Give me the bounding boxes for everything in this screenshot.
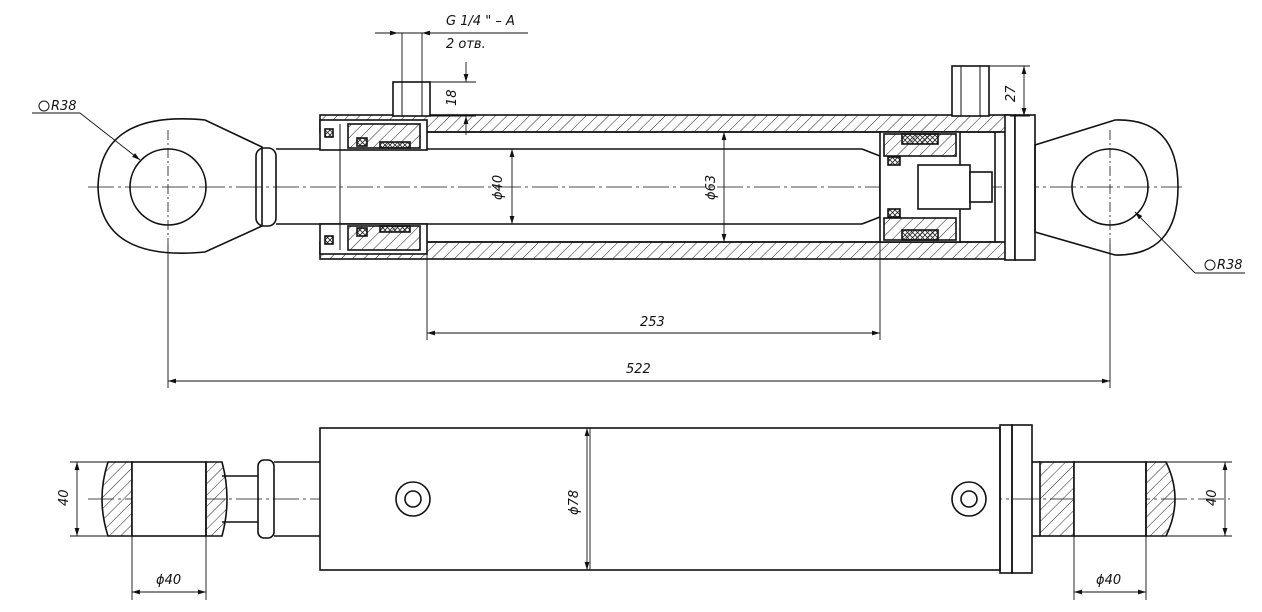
bore-diameter-label: ϕ63 — [704, 175, 719, 200]
port-height-right-label: 27 — [1004, 85, 1019, 102]
radius-left-label: R38 — [51, 99, 77, 114]
port-boss-left — [395, 481, 431, 517]
tube-diameter-label: ϕ78 — [567, 490, 582, 515]
pin-diameter-right-label: ϕ40 — [1096, 573, 1121, 588]
rod-collar — [255, 147, 277, 227]
eye-section-right — [1039, 461, 1075, 537]
gland-assembly — [319, 119, 428, 255]
top-view — [88, 424, 1230, 574]
pin-diameter-left-label: ϕ40 — [156, 573, 181, 588]
clevis-eye-right — [1034, 119, 1179, 256]
port-height-left-label: 18 — [445, 89, 460, 106]
cylinder-tube — [319, 427, 1001, 571]
port-left — [392, 81, 431, 117]
radius-right-callout: R38 — [1204, 258, 1243, 273]
section-view — [88, 65, 1182, 261]
end-cap — [994, 114, 1036, 261]
overall-length-label: 522 — [626, 362, 651, 377]
radius-right-label: R38 — [1217, 258, 1243, 273]
thread-count-label: 2 отв. — [446, 37, 486, 52]
rod-eye-left — [97, 118, 263, 254]
stroke-length-label: 253 — [640, 315, 665, 330]
port-boss-right — [951, 481, 987, 517]
port-right — [951, 65, 990, 117]
eye-width-right-label: 40 — [1205, 489, 1220, 506]
eye-width-left-label: 40 — [57, 489, 72, 506]
rod-diameter-label: ϕ40 — [491, 175, 506, 200]
thread-callout-label: G 1/4 " – A — [446, 14, 515, 29]
radius-left-callout: R38 — [38, 99, 77, 114]
eye-section-left — [101, 461, 133, 537]
piston — [879, 131, 993, 243]
top-view-dimensions — [70, 428, 1232, 600]
section-dimensions — [32, 30, 1245, 388]
